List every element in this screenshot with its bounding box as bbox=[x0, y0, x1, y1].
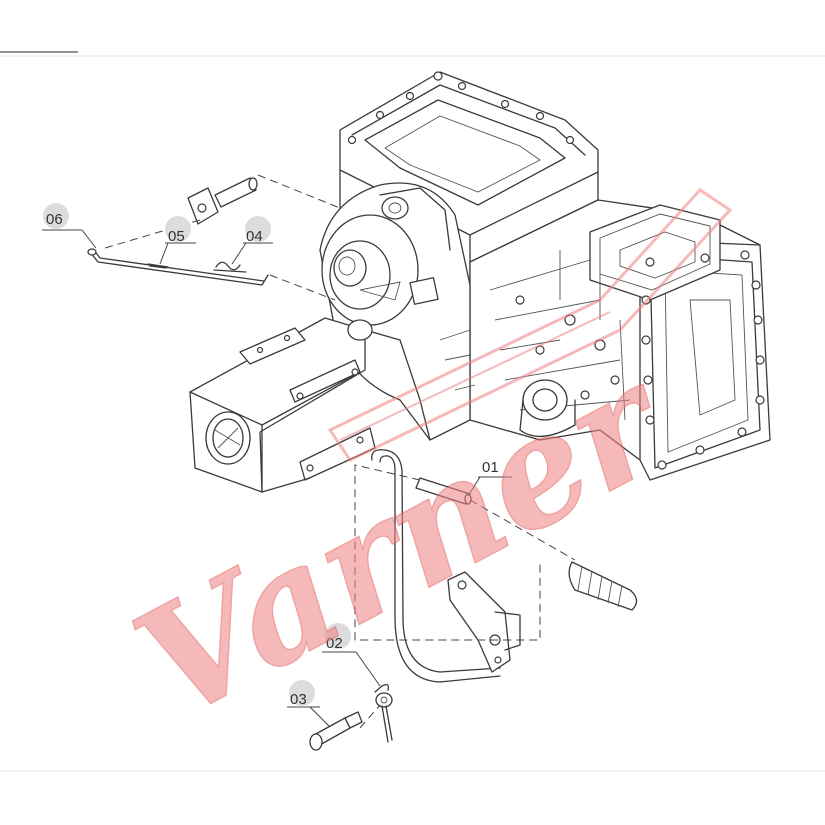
upper-link-pin bbox=[187, 177, 258, 225]
callout-05-label: 05 bbox=[168, 228, 185, 245]
callout-01-label: 01 bbox=[482, 459, 499, 476]
callout-03: 03 bbox=[287, 680, 331, 728]
callout-05: 05 bbox=[159, 216, 196, 265]
pedal-arm bbox=[371, 449, 521, 683]
part-06-rod bbox=[87, 248, 269, 286]
callout-04-label: 04 bbox=[246, 228, 263, 245]
callout-03-label: 03 bbox=[290, 691, 307, 708]
transmission-housing bbox=[189, 71, 771, 493]
callout-06: 06 bbox=[42, 203, 97, 249]
rear-housing-bolts bbox=[515, 250, 765, 470]
callout-02: 02 bbox=[322, 623, 381, 687]
callout-04: 04 bbox=[231, 216, 273, 265]
part-02-cotter-pin bbox=[374, 684, 393, 743]
callout-06-label: 06 bbox=[46, 211, 63, 228]
page-frame bbox=[0, 51, 825, 772]
side-cover bbox=[319, 182, 576, 441]
part-03-clevis-pin bbox=[309, 711, 363, 751]
callout-02-label: 02 bbox=[326, 635, 343, 652]
part-01-shaft bbox=[415, 477, 472, 505]
part-05-pin bbox=[147, 263, 169, 269]
housing-bolts bbox=[347, 71, 575, 145]
callout-01: 01 bbox=[467, 459, 512, 497]
part-04-clip bbox=[213, 261, 247, 273]
pedal-pad bbox=[568, 561, 638, 611]
front-extension bbox=[189, 317, 431, 493]
